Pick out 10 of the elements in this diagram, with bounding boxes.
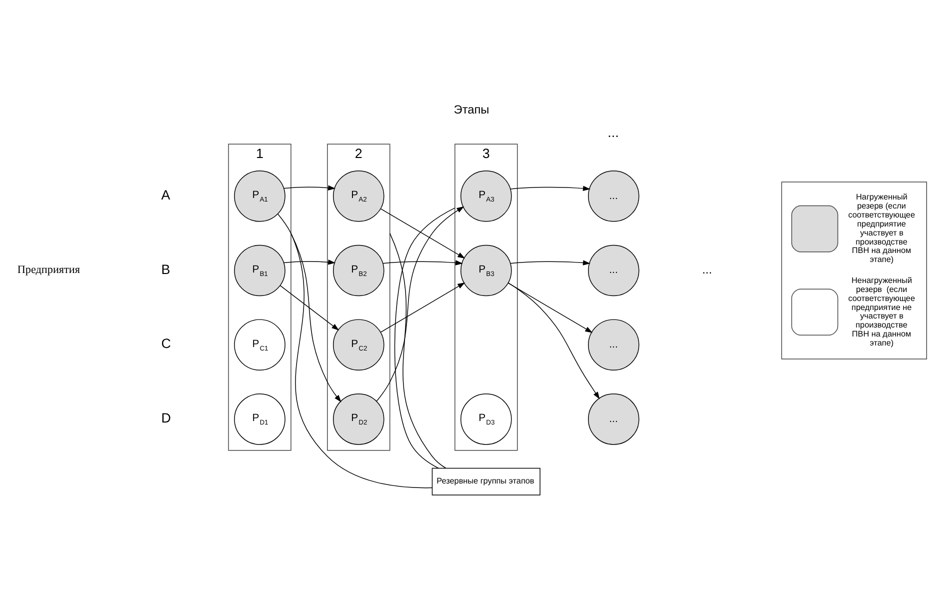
label: ... (608, 124, 619, 140)
label: A (161, 186, 170, 202)
label: C (161, 336, 171, 351)
legend-label: Ненагруженный резерв (если соответствующее предприятие не участвует в производстве ПВН на данном этапе) (848, 275, 916, 347)
diagram-title: Этапы (454, 102, 490, 116)
legend-label: Нагруженный резерв (если соответствующее предприятие участвует в производстве ПВН на данном этапе) (848, 192, 916, 264)
label: B (161, 261, 170, 276)
label: Предприятия (17, 264, 80, 276)
label: ... (702, 262, 712, 276)
label: D (161, 410, 171, 425)
